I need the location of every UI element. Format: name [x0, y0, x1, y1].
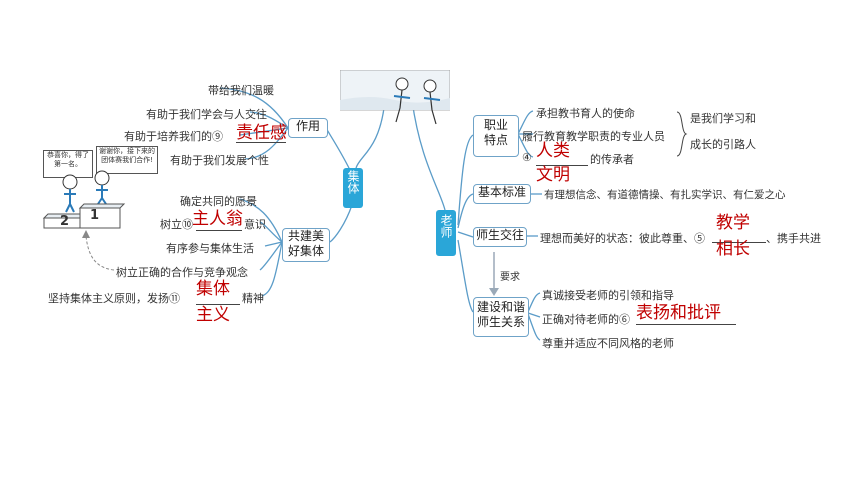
- relation-node-line1: 建设和谐: [476, 300, 525, 314]
- interaction-item: 理想而美好的状态：彼此尊重、⑤: [540, 232, 705, 245]
- podium-kids-illustration: [42, 170, 126, 229]
- podium-first-label: 1: [90, 208, 100, 223]
- speech-bubble-right: 谢谢你，接下来的团体赛我们合作!: [96, 146, 158, 174]
- answer-6: 表扬和批评: [636, 303, 721, 323]
- answer-5-line2: 相长: [716, 239, 750, 259]
- interaction-node-label: 师生交往: [475, 228, 524, 242]
- answer-11-line2: 主义: [196, 305, 230, 325]
- build-item-awareness: 意识: [244, 218, 266, 231]
- career-item-blank4: ④: [522, 151, 532, 164]
- career-node-line2: 特点: [483, 133, 508, 147]
- role-item-social: 有助于我们学会与人交往: [146, 108, 267, 121]
- relation-node-line2: 师生关系: [476, 315, 525, 329]
- blank-9-underline: [236, 142, 286, 143]
- career-item-mission: 承担教书育人的使命: [536, 107, 635, 120]
- career-side-line1: 是我们学习和: [690, 112, 756, 125]
- career-node-line1: 职业: [483, 118, 508, 132]
- require-label: 要求: [500, 272, 520, 283]
- relation-item-respect: 尊重并适应不同风格的老师: [542, 337, 674, 350]
- center-node-collective[interactable]: 集体: [343, 168, 363, 208]
- role-node-label: 作用: [295, 119, 320, 133]
- answer-9: 责任感: [236, 123, 287, 143]
- students-illustration: [340, 70, 450, 125]
- answer-10: 主人翁: [192, 209, 243, 229]
- standard-node-label: 基本标准: [477, 185, 526, 199]
- build-item-establish: 树立⑩: [160, 218, 193, 231]
- relation-item-treat: 正确对待老师的⑥: [542, 313, 630, 326]
- role-item-cultivate: 有助于培养我们的⑨: [124, 130, 223, 143]
- answer-5-line1: 教学: [716, 213, 750, 233]
- role-item-personality: 有助于我们发展个性: [170, 154, 269, 167]
- blank-4-underline: [536, 165, 588, 166]
- build-item-principle: 坚持集体主义原则，发扬⑪: [48, 292, 180, 305]
- center-node-collective-label: 集体: [346, 170, 360, 194]
- standard-item: 有理想信念、有道德情操、有扎实学识、有仁爱之心: [544, 189, 786, 201]
- build-node-line2: 好集体: [287, 244, 324, 258]
- relation-node[interactable]: 建设和谐 师生关系: [473, 297, 529, 337]
- blank-11-underline: [196, 304, 240, 305]
- center-node-teacher-label: 老师: [439, 214, 453, 238]
- build-item-order: 有序参与集体生活: [166, 242, 254, 255]
- build-node-line1: 共建美: [287, 229, 324, 243]
- interaction-node[interactable]: 师生交往: [473, 227, 527, 247]
- role-item-warmth: 带给我们温暖: [208, 84, 274, 97]
- speech-bubble-left: 恭喜你，得了第一名。: [43, 150, 93, 178]
- build-item-cooperation: 树立正确的合作与竞争观念: [116, 266, 248, 279]
- answer-11-line1: 集体: [196, 279, 230, 299]
- role-node[interactable]: 作用: [288, 118, 328, 138]
- relation-item-accept: 真诚接受老师的引领和指导: [542, 289, 674, 302]
- interaction-item-tail: 、携手共进: [766, 232, 821, 245]
- career-side-line2: 成长的引路人: [690, 138, 756, 151]
- blank-10-underline: [196, 230, 242, 231]
- answer-4-line2: 文明: [536, 165, 570, 185]
- build-item-vision: 确定共同的愿景: [180, 195, 257, 208]
- build-item-spirit: 精神: [242, 292, 264, 305]
- standard-node[interactable]: 基本标准: [473, 184, 531, 204]
- career-item-professional: 履行教育教学职责的专业人员: [522, 130, 665, 143]
- career-node[interactable]: 职业 特点: [473, 115, 519, 157]
- podium-second-label: 2: [60, 214, 70, 229]
- blank-6-underline: [636, 324, 736, 325]
- career-item-inheritor: 的传承者: [590, 153, 634, 166]
- blank-5-underline: [712, 242, 766, 243]
- build-node[interactable]: 共建美 好集体: [282, 228, 330, 262]
- answer-4-line1: 人类: [536, 141, 570, 161]
- center-node-teacher[interactable]: 老师: [436, 210, 456, 256]
